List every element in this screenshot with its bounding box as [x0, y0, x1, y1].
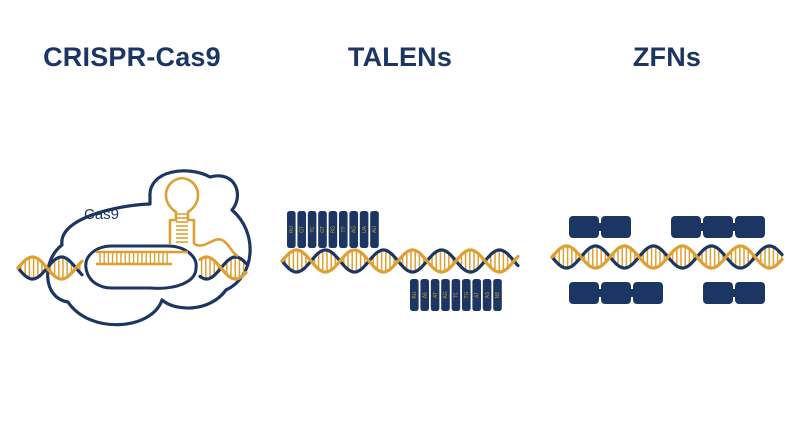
zinc-finger-linker — [631, 289, 633, 297]
tale-repeat — [451, 279, 461, 311]
dna-strand — [280, 248, 520, 274]
tale-repeat — [318, 211, 327, 248]
zfns-title: ZFNs — [632, 42, 702, 72]
tale-repeat-label: RU — [289, 226, 295, 233]
tale-repeat-label: TT — [341, 226, 347, 234]
tale-repeat-label: TC — [454, 291, 460, 299]
zinc-finger-domain — [703, 282, 733, 304]
dna-strand — [16, 255, 248, 281]
tale-repeat-label: AG — [443, 291, 449, 298]
tale-repeat — [359, 211, 369, 248]
tale-repeat-label: GT — [299, 225, 305, 233]
zinc-finger-linker — [599, 289, 601, 297]
zinc-finger-domain — [601, 282, 631, 304]
guide-rna-duplex — [96, 250, 188, 266]
tale-repeat — [297, 211, 306, 248]
zinc-finger-domain — [569, 216, 599, 238]
tale-repeat — [349, 211, 358, 248]
tale-repeat — [472, 279, 481, 311]
talens-title: TALENs — [347, 42, 453, 72]
zinc-finger-domain — [735, 282, 765, 304]
zfn-dna-helix — [550, 244, 784, 270]
zinc-finger-domain — [735, 216, 765, 238]
tale-repeat-label: TG — [464, 291, 470, 299]
zinc-finger-blocks — [569, 216, 765, 304]
tale-repeat-label: AU — [372, 226, 378, 233]
zinc-finger-linker — [733, 223, 735, 231]
tale-repeat — [328, 211, 338, 248]
guide-rna-tail — [193, 237, 239, 258]
dna-strand — [550, 244, 784, 270]
tale-repeat — [339, 211, 348, 248]
guide-rna-loop — [164, 176, 200, 244]
tale-repeat — [441, 279, 450, 311]
zinc-finger-linker — [701, 223, 703, 231]
tale-repeat-label: AS — [485, 292, 491, 299]
tale-repeat — [307, 211, 317, 248]
tale-repeat — [482, 279, 492, 311]
tale-repeat-label: NE — [495, 292, 501, 299]
zinc-finger-domain — [703, 216, 733, 238]
tale-repeat — [410, 279, 419, 311]
zinc-finger-linker — [599, 223, 601, 231]
cas9-label: Cas9 — [84, 206, 119, 223]
crispr-panel: Cas9 — [16, 169, 252, 327]
tale-repeat — [493, 279, 502, 311]
dna-strand — [16, 255, 248, 281]
tale-repeats-bottom: RU AE AT AG TC TG AT AS NE — [410, 279, 502, 311]
tale-repeat-label: TC — [310, 226, 316, 234]
tale-repeat-label: AT — [433, 291, 439, 298]
talens-panel: RU GT TC GT RG TT AG UA AU RU AE AT AG TC TG AT AS NE — [280, 211, 520, 311]
guide-rna-stem — [176, 213, 188, 243]
tale-repeat-label: UA — [362, 225, 368, 233]
tale-repeat-label: RU — [412, 291, 418, 298]
zinc-finger-domain — [569, 282, 599, 304]
dna-strand — [280, 248, 520, 274]
crispr-title: CRISPR-Cas9 — [43, 42, 221, 72]
zfns-panel — [550, 216, 784, 304]
tale-repeat — [430, 279, 440, 311]
tale-repeat — [462, 279, 471, 311]
crispr-dna-helix — [16, 255, 248, 281]
tale-repeats-top: RU GT TC GT RG TT AG UA AU — [287, 211, 379, 248]
cas9-inner-lobe — [84, 244, 198, 290]
zinc-finger-linker — [733, 289, 735, 297]
cas9-protein — [46, 169, 252, 327]
tale-repeat-label: AG — [351, 226, 357, 233]
tale-repeat — [370, 211, 379, 248]
tale-repeat-label: GT — [320, 225, 326, 233]
zinc-finger-domain — [601, 216, 631, 238]
tale-repeat-label: AT — [474, 291, 480, 298]
tale-repeat-label: AE — [422, 292, 428, 299]
tale-repeat-label: RG — [331, 226, 337, 233]
zinc-finger-domain — [633, 282, 663, 304]
zinc-finger-domain — [671, 216, 701, 238]
tale-repeat — [287, 211, 296, 248]
talens-dna-helix — [280, 248, 520, 274]
tale-repeat — [420, 279, 429, 311]
